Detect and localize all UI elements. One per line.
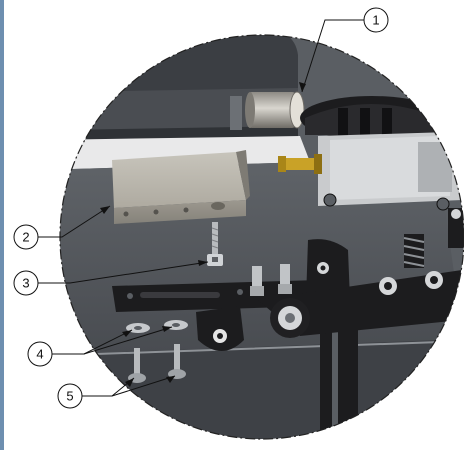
callout-2-number: 2 xyxy=(22,230,29,245)
callout-4-number: 4 xyxy=(36,347,43,362)
callout-3-number: 3 xyxy=(22,276,29,291)
leader-lines xyxy=(38,19,364,397)
cap-screw xyxy=(207,222,223,266)
callout-5-number: 5 xyxy=(66,389,73,404)
callout-2: 2 xyxy=(13,224,39,250)
callout-1-number: 1 xyxy=(372,13,379,28)
sensor-housing xyxy=(300,96,462,211)
callout-1: 1 xyxy=(363,7,389,33)
brass-fitting xyxy=(278,154,322,174)
linkage-mechanism xyxy=(250,208,464,439)
sensor-plunger xyxy=(245,91,305,129)
callout-5: 5 xyxy=(57,383,83,409)
callout-4: 4 xyxy=(27,341,53,367)
leader-arrowheads xyxy=(100,82,306,387)
callout-3: 3 xyxy=(13,270,39,296)
detail-view xyxy=(60,35,464,439)
mounting-block xyxy=(112,150,250,224)
left-edge-strip xyxy=(0,0,4,450)
